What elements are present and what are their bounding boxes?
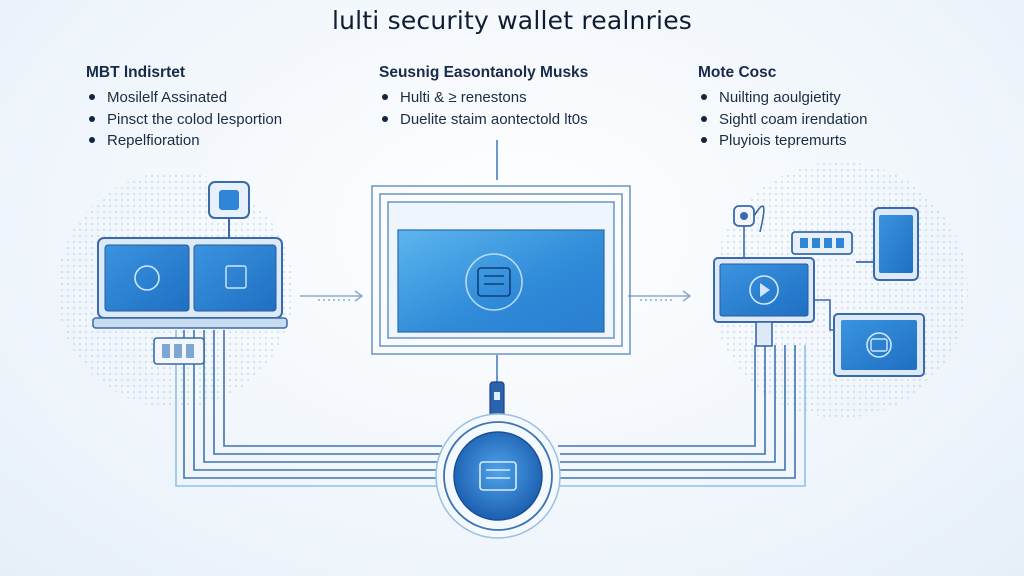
server-icon: [153, 337, 205, 365]
column-right-heading: Mote Cosc: [698, 64, 777, 81]
column-right-item: Pluyiois tepremurts: [698, 130, 867, 152]
connection-lines: [175, 140, 806, 487]
column-middle: Seusnig Easontanoly Musks Hulti & ≥ rene…: [379, 64, 590, 130]
column-left: MBT lndisrtet Mosilelf Assinated Pinsct …: [86, 64, 282, 152]
column-left-item: Repelfioration: [86, 130, 282, 152]
column-right: Mote Cosc Nuilting aoulgietity Sightl co…: [698, 64, 867, 152]
desktop-icon: [713, 257, 815, 347]
camera-icon: [733, 205, 765, 258]
secondary-monitor-icon: [814, 299, 925, 377]
router-icon: [791, 231, 853, 255]
security-hub-icon: [435, 413, 561, 539]
tablet-icon: [856, 207, 919, 281]
column-right-item: Sightl coam irendation: [698, 109, 867, 131]
usb-key-icon: [489, 381, 505, 419]
column-middle-item: Hulti & ≥ renestons: [379, 87, 590, 109]
column-left-heading: MBT lndisrtet: [86, 64, 186, 81]
laptop-icon: [92, 237, 288, 329]
column-left-item: Mosilelf Assinated: [86, 87, 282, 109]
column-middle-item: Duelite staim aontectold lt0s: [379, 109, 590, 131]
column-right-item: Nuilting aoulgietity: [698, 87, 867, 109]
column-left-item: Pinsct the colod lesportion: [86, 109, 282, 131]
diagram-title: lulti security wallet realnries: [331, 6, 693, 35]
lock-icon: [208, 181, 250, 238]
monitor-icon: [371, 185, 631, 355]
flow-arrows: [300, 290, 692, 302]
column-middle-heading: Seusnig Easontanoly Musks: [379, 64, 589, 81]
